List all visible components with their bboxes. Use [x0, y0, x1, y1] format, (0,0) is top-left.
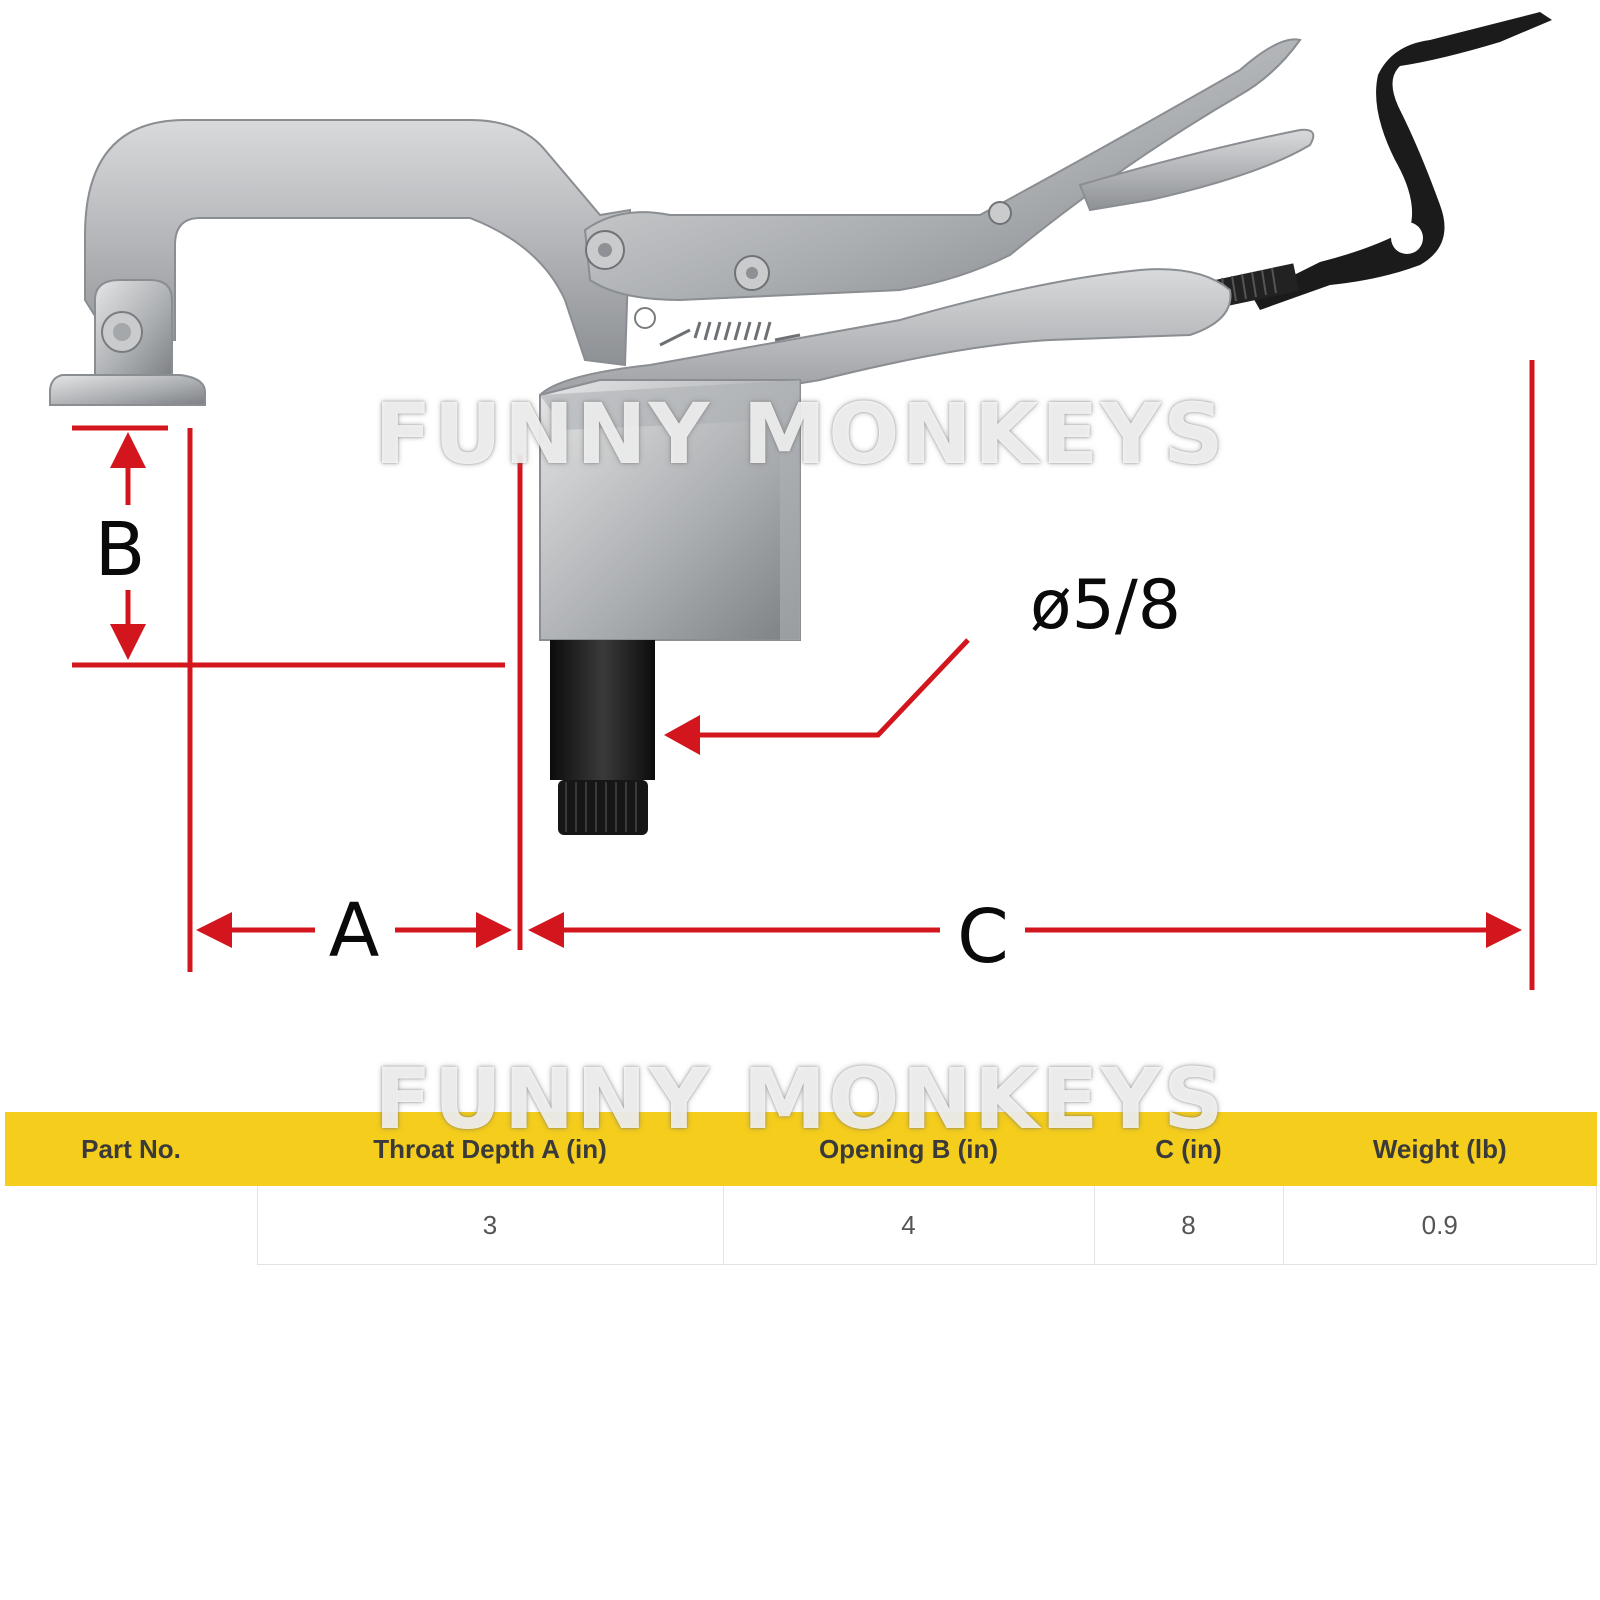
spring: [659, 321, 801, 347]
dimension-label-b: B: [95, 507, 146, 593]
arrowheads: [110, 432, 1522, 948]
cell-part-no: [5, 1186, 257, 1265]
a-arrowhead-right: [476, 912, 512, 948]
clamp-frame: [84, 119, 632, 367]
clamp-dimension-diagram: B A C ø5/8: [49, 12, 1552, 990]
upper-handle: [583, 38, 1302, 302]
diameter-arrowhead: [664, 715, 700, 755]
cell-c: 8: [1093, 1186, 1284, 1265]
header-part-no: Part No.: [5, 1112, 257, 1186]
dimension-label-c: C: [957, 894, 1009, 980]
dimension-label-a: A: [329, 888, 380, 974]
header-throat-depth: Throat Depth A (in): [257, 1112, 723, 1186]
spec-table: Part No. Throat Depth A (in) Opening B (…: [5, 1112, 1597, 1265]
c-arrowhead-left: [528, 912, 564, 948]
swivel-pad: [49, 279, 206, 406]
header-opening: Opening B (in): [723, 1112, 1094, 1186]
dimension-annotations: [72, 360, 1535, 990]
header-weight: Weight (lb): [1283, 1112, 1597, 1186]
b-arrowhead-down: [110, 624, 146, 660]
dog-pin: [550, 640, 655, 835]
spec-table-header-row: Part No. Throat Depth A (in) Opening B (…: [5, 1112, 1597, 1186]
toggle-clamp-illustration: [49, 12, 1552, 835]
release-lever: [1252, 12, 1552, 310]
a-arrowhead-left: [196, 912, 232, 948]
pin-diameter-label: ø5/8: [1030, 566, 1181, 645]
cell-weight: 0.9: [1282, 1186, 1597, 1265]
header-c: C (in): [1094, 1112, 1283, 1186]
table-row: 3 4 8 0.9: [5, 1186, 1597, 1265]
c-arrowhead-right: [1486, 912, 1522, 948]
cell-throat-depth: 3: [256, 1186, 724, 1265]
cell-opening: 4: [722, 1186, 1095, 1265]
b-arrowhead-up: [110, 432, 146, 468]
